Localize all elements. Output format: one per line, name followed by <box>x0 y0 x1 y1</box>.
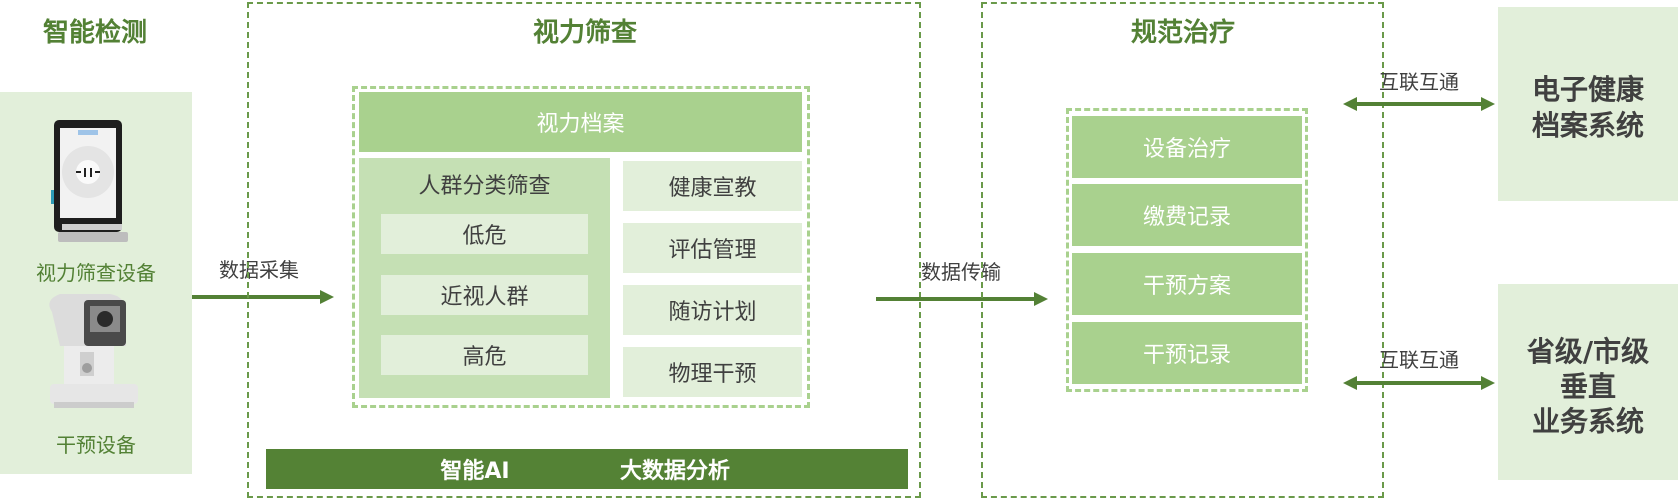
provincial-system-line3: 业务系统 <box>1531 405 1644 438</box>
ehr-system-line1: 电子健康 <box>1531 73 1644 106</box>
group-screening-title: 人群分类筛查 <box>418 174 551 199</box>
screening-inner-frame <box>352 86 810 408</box>
intervention-device-label: 干预设备 <box>56 432 136 457</box>
interconnect-top-arrowhead-right <box>1481 97 1495 111</box>
interconnect-bottom-arrowhead-right <box>1481 376 1495 390</box>
section-title-standard-treatment: 规范治疗 <box>1130 17 1235 48</box>
treatment-inner-frame <box>1066 108 1308 392</box>
intervention-device-image <box>40 292 150 412</box>
service-health-education: 健康宣教 <box>623 161 802 211</box>
treatment-item-payment: 缴费记录 <box>1072 184 1302 246</box>
data-collection-label: 数据采集 <box>219 257 299 282</box>
data-transmission-arrowhead <box>1034 292 1048 306</box>
interconnect-bottom-arrow <box>1357 381 1481 385</box>
device-panel: 视力筛查设备 干预设备 <box>0 92 192 474</box>
interconnect-top-arrowhead-left <box>1343 97 1357 111</box>
tablet-device-image <box>48 120 140 244</box>
interconnect-bottom-label: 互联互通 <box>1379 347 1459 372</box>
treatment-item-record: 干预记录 <box>1072 322 1302 384</box>
interconnect-bottom-arrowhead-left <box>1343 376 1357 390</box>
provincial-system-box <box>1498 284 1678 480</box>
data-collection-arrowhead <box>320 290 334 304</box>
standard-treatment-frame <box>981 2 1384 498</box>
data-transmission-label: 数据传输 <box>921 259 1001 284</box>
service-physical-intervention: 物理干预 <box>623 347 802 397</box>
data-transmission-arrow <box>876 297 1034 301</box>
treatment-item-plan: 干预方案 <box>1072 253 1302 315</box>
service-assessment: 评估管理 <box>623 223 802 273</box>
group-item-high-risk: 高危 <box>381 335 588 375</box>
section-title-vision-screening: 视力筛查 <box>532 17 637 48</box>
service-followup: 随访计划 <box>623 285 802 335</box>
ehr-system-box <box>1498 7 1678 201</box>
vision-screening-frame <box>247 2 921 498</box>
group-item-low-risk: 低危 <box>381 214 588 254</box>
interconnect-top-label: 互联互通 <box>1379 69 1459 94</box>
ai-bigdata-bar <box>266 449 908 489</box>
interconnect-top-arrow <box>1357 102 1481 106</box>
group-item-myopia: 近视人群 <box>381 275 588 315</box>
treatment-item-device: 设备治疗 <box>1072 116 1302 178</box>
provincial-system-line1: 省级/市级 <box>1526 335 1650 368</box>
big-data-label: 大数据分析 <box>619 459 730 484</box>
section-title-smart-detection: 智能检测 <box>42 17 147 48</box>
ehr-system-line2: 档案系统 <box>1531 109 1644 142</box>
screening-device-label: 视力筛查设备 <box>36 260 156 285</box>
provincial-system-line2: 垂直 <box>1559 370 1616 403</box>
vision-archive-header: 视力档案 <box>359 92 802 152</box>
smart-ai-label: 智能AI <box>440 459 510 484</box>
data-collection-arrow <box>192 295 320 299</box>
